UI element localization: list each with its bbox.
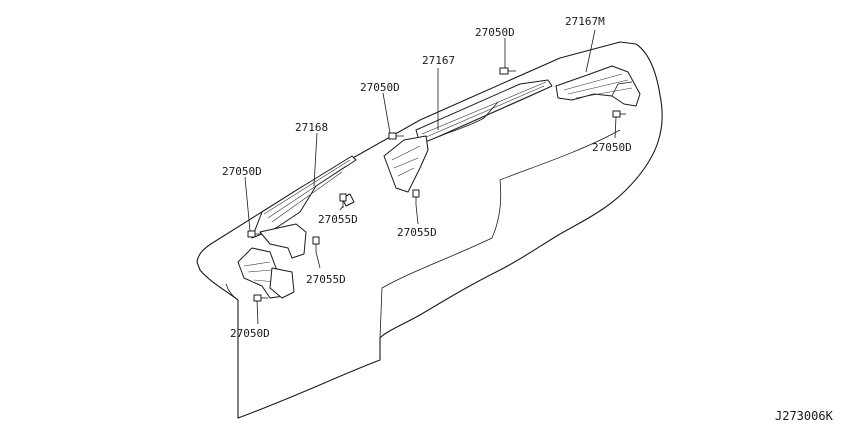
label-27050D-top: 27050D [475, 26, 515, 39]
label-27167: 27167 [422, 54, 455, 67]
diagram-code: J273006K [775, 409, 834, 423]
label-27050D-mid: 27050D [360, 81, 400, 94]
label-27055D-center: 27055D [397, 226, 437, 239]
label-27050D-left: 27050D [222, 165, 262, 178]
label-27050D-right: 27050D [592, 141, 632, 154]
label-27050D-bottom: 27050D [230, 327, 270, 340]
screw-icon [253, 294, 268, 302]
screw-icon [312, 236, 320, 252]
leader-lines [244, 29, 617, 325]
label-27055D-a: 27055D [318, 213, 358, 226]
duct-27168 [237, 155, 357, 299]
label-27167M: 27167M [565, 15, 605, 28]
screw-icon [339, 193, 347, 208]
label-27055D-b: 27055D [306, 273, 346, 286]
duct-27167M [555, 65, 641, 107]
screw-icon [412, 189, 420, 205]
screw-icon [388, 132, 404, 140]
label-27168: 27168 [295, 121, 328, 134]
fasteners [247, 67, 626, 302]
duct-27167 [383, 79, 553, 193]
part-labels: 27167M 27050D 27167 27050D 27050D 27168 … [222, 15, 632, 340]
screw-icon [612, 110, 626, 118]
screw-icon [499, 67, 516, 75]
dashboard-outline [196, 41, 663, 419]
screw-icon [247, 230, 262, 238]
